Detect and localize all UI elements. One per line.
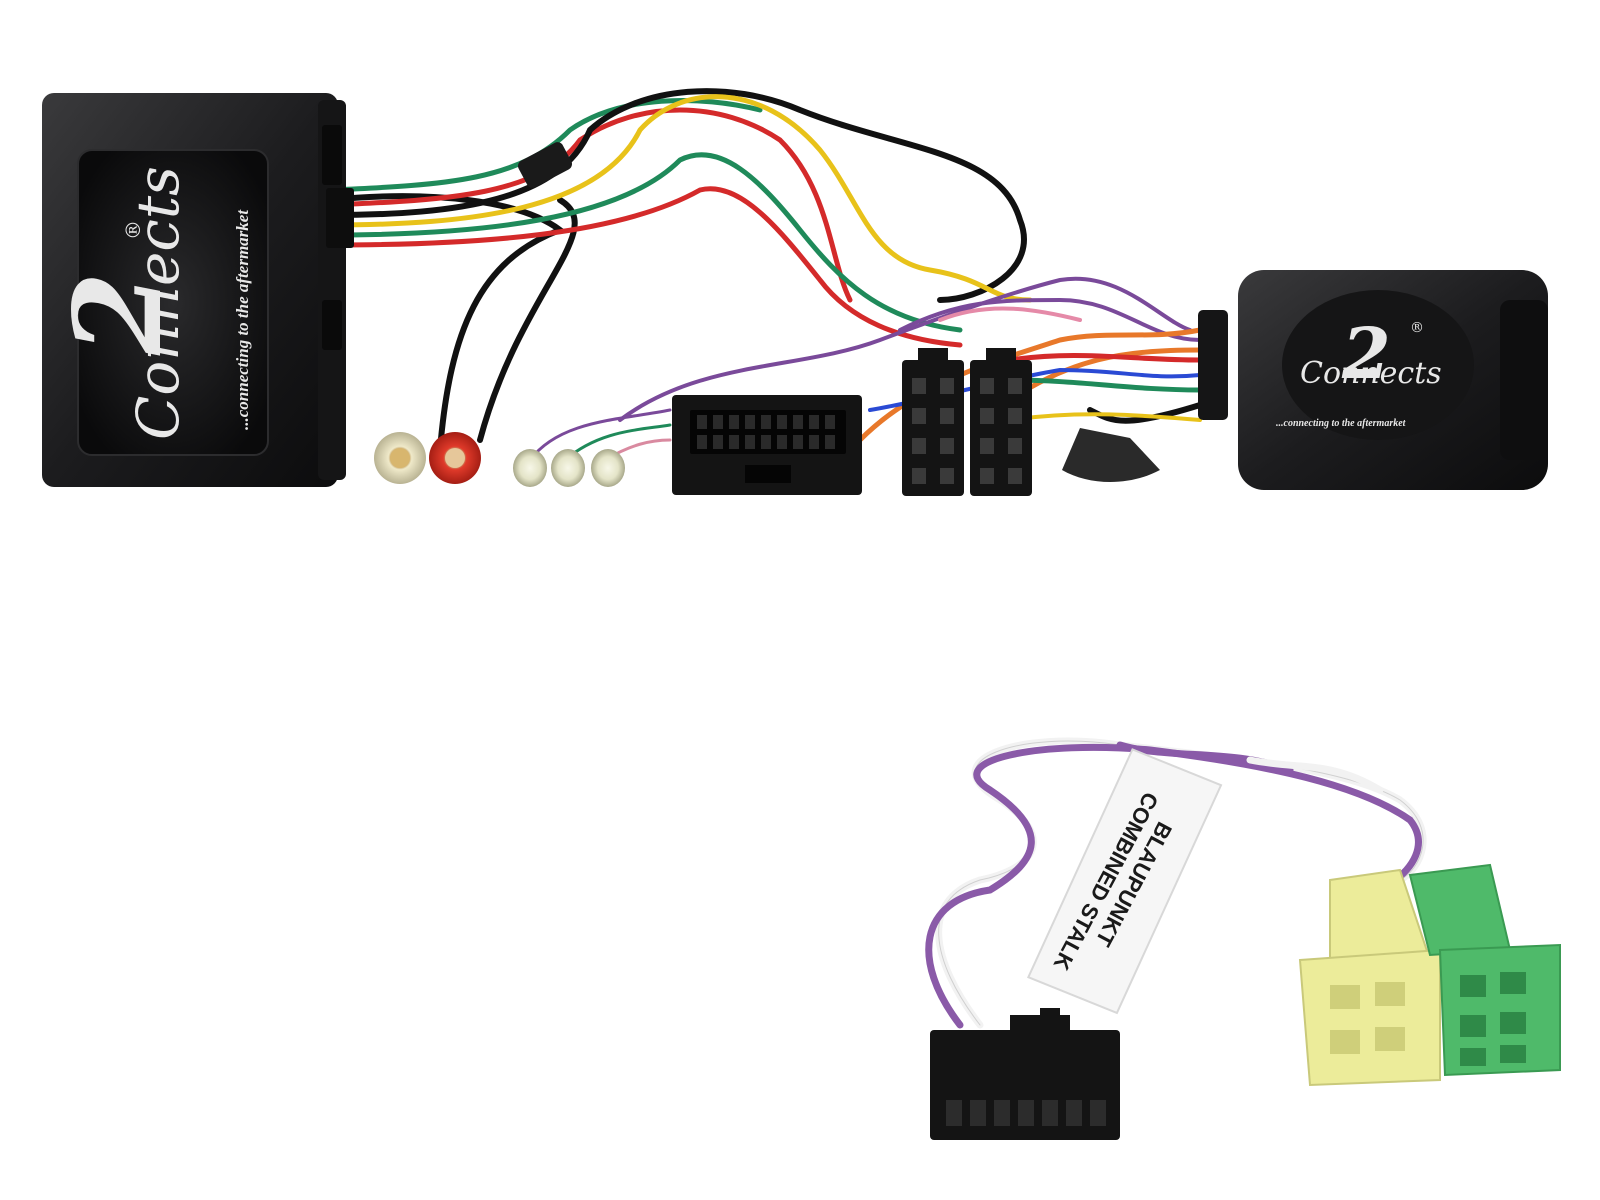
wire-white-loop-outline <box>938 740 1424 1026</box>
mini-iso-connector-yellow <box>1298 868 1441 1087</box>
interface-module-large: Connects 2 ® ...connecting to the afterm… <box>42 93 354 487</box>
brand-logo-text: Connects <box>124 166 192 440</box>
wire-purple-loop <box>925 743 1422 1029</box>
bullet-connector-1 <box>513 449 547 487</box>
wire-white-twist <box>1246 756 1384 794</box>
patch-lead <box>925 737 1427 1029</box>
wire-red-3 <box>1007 353 1203 363</box>
registered-mark-small: ® <box>1410 320 1424 336</box>
registered-mark: ® <box>121 220 145 240</box>
brand-tagline: ...connecting to the aftermarket <box>233 209 252 430</box>
radio-12pin-connector <box>930 1008 1120 1140</box>
bullet-connectors <box>513 449 625 487</box>
wire-thin-purple <box>528 408 672 462</box>
rca-plugs <box>374 432 481 484</box>
heatshrink-sleeve <box>517 142 573 188</box>
patch-lead-label: BLAUPUNKT COMBINED STALK <box>1027 748 1223 1015</box>
cable-grommet <box>1062 428 1160 482</box>
wire-yellow-1 <box>327 94 1033 303</box>
brand-logo-number: 2 <box>48 272 189 357</box>
brand-logo-text-small: Connects <box>1300 356 1442 391</box>
iso-connector-pair <box>902 348 1032 496</box>
brand-logo-number-small: 2 <box>1341 312 1391 395</box>
vehicle-multipin-connector <box>672 395 862 495</box>
brand-tagline-small: ...connecting to the aftermarket <box>1276 418 1407 429</box>
mini-iso-connector-green <box>1408 863 1561 1077</box>
interface-module-small: Connects 2 ® ...connecting to the afterm… <box>1198 270 1548 490</box>
wire-pink-1 <box>938 306 1082 322</box>
wire-green-3 <box>1007 377 1203 393</box>
wire-purple-1 <box>618 276 1192 422</box>
wire-yellow-2 <box>1008 412 1202 422</box>
bullet-connector-3 <box>591 449 625 487</box>
wire-black-1 <box>327 88 1027 303</box>
bullet-connector-2 <box>551 449 585 487</box>
wire-green-2 <box>327 152 963 333</box>
module-label-panel <box>77 149 269 456</box>
module-small-socket <box>1198 310 1228 420</box>
wire-red-1 <box>327 107 853 303</box>
wire-purple-2 <box>898 297 1202 342</box>
wire-red-2 <box>327 186 963 348</box>
module-connector-socket <box>326 188 354 248</box>
